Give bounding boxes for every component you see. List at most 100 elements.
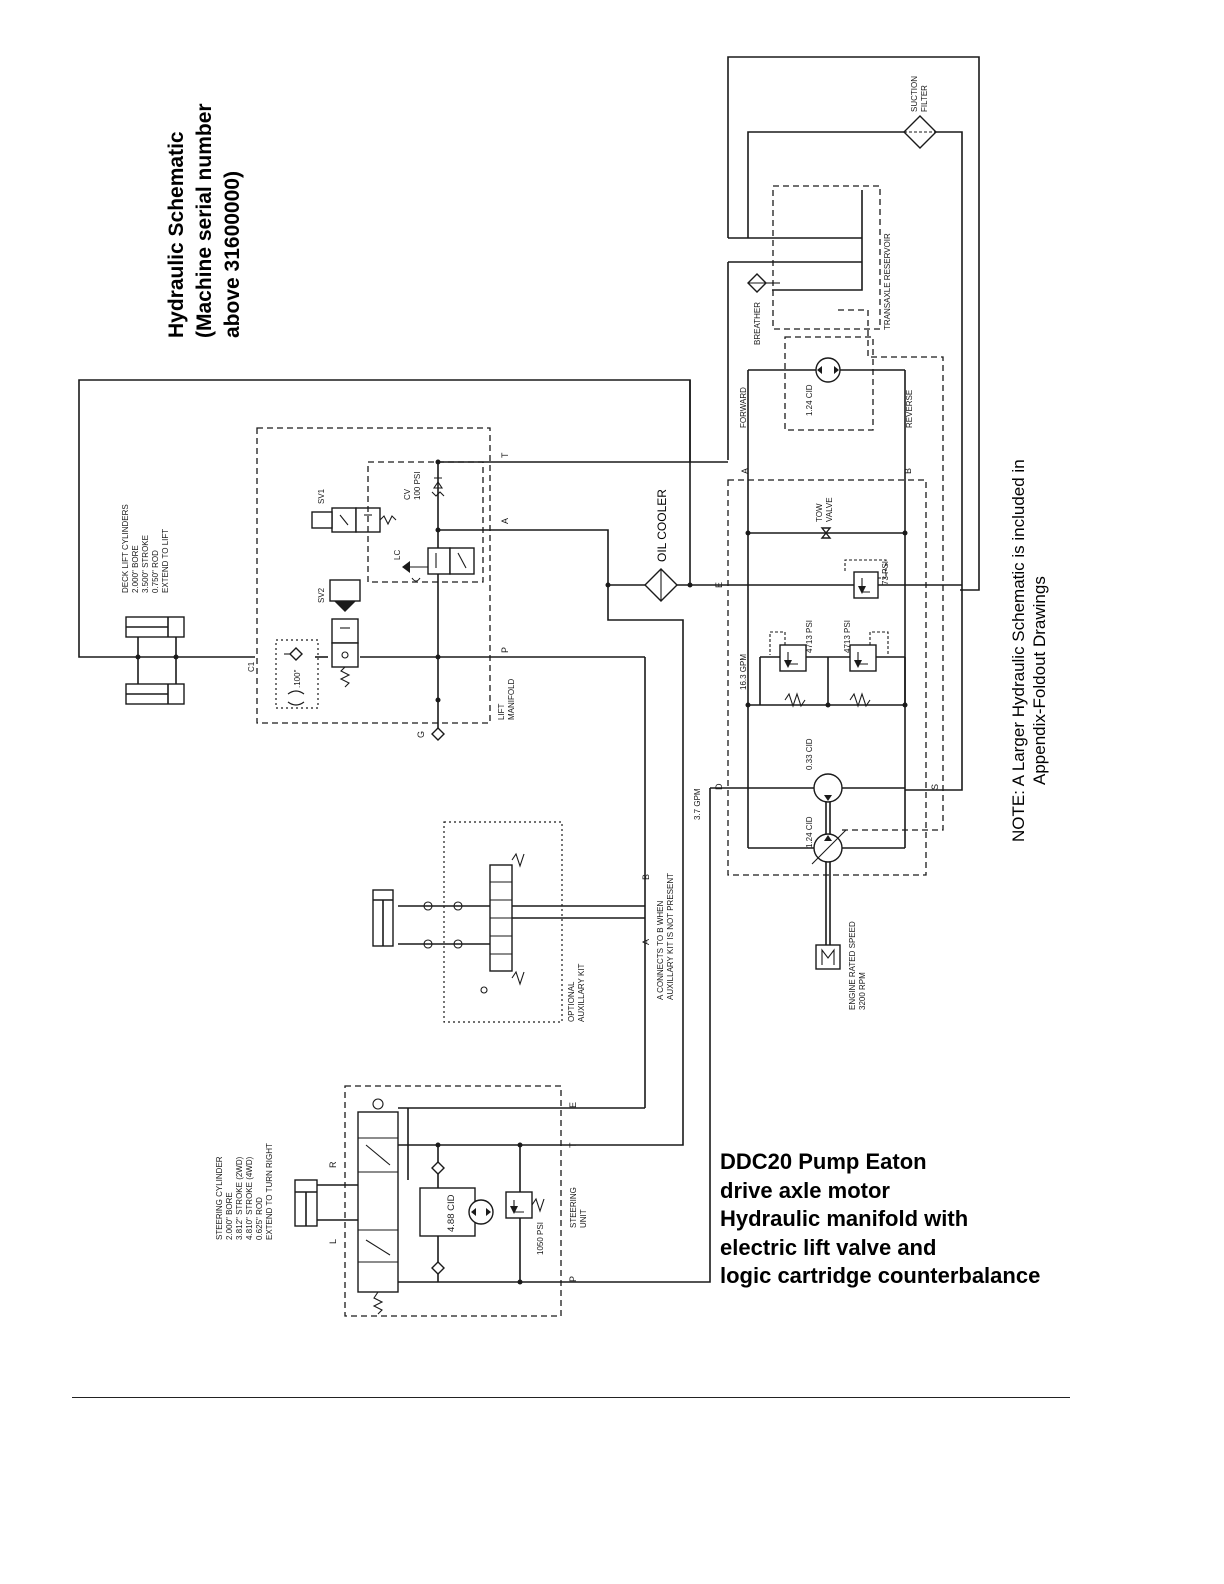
steer-cid-label: 4.88 CID xyxy=(446,1194,457,1232)
note: NOTE: A Larger Hydraulic Schematic is in… xyxy=(1009,459,1049,842)
c1-check-symbol xyxy=(284,647,303,661)
steer-port-t-label: T xyxy=(568,1142,578,1148)
orifice-symbol xyxy=(287,690,305,706)
solenoid-valve-sv1-symbol xyxy=(311,507,397,533)
steer-cyl-label-2: 2.000" BORE xyxy=(225,1192,234,1240)
engine-speed-label-1: ENGINE RATED SPEED xyxy=(848,921,857,1010)
pump-assembly: A B TOW VALVE 73 PSI E xyxy=(710,370,962,1010)
pump-assembly-box xyxy=(727,479,927,876)
relief-4713b-label: 4713 PSI xyxy=(843,620,852,653)
steer-port-l-label: L xyxy=(328,1239,338,1244)
steering-section: STEERING UNIT E T P R L 4.88 CID xyxy=(215,1085,588,1317)
cv-label-2: 100 PSI xyxy=(413,472,422,500)
transaxle-reservoir-label: TRANSAXLE RESERVOIR xyxy=(883,233,892,330)
port-a-label: A xyxy=(740,468,750,474)
cv-label-1: CV xyxy=(403,488,412,500)
breather-symbol xyxy=(747,273,780,293)
engine-symbol xyxy=(815,944,841,970)
steering-metering-box xyxy=(419,1187,476,1237)
gauge-port-symbol xyxy=(431,727,445,741)
aux-check-2 xyxy=(423,939,463,949)
title-line-3: above 31600000) xyxy=(221,171,244,338)
tow-valve-label-1: TOW xyxy=(815,503,824,522)
lift-manifold-label-1: LIFT xyxy=(497,703,506,720)
steering-cylinder-symbol xyxy=(294,1179,358,1227)
suction-filter-symbol xyxy=(903,115,937,149)
steer-cyl-label-1: STEERING CYLINDER xyxy=(215,1156,224,1240)
caption-line-2: drive axle motor xyxy=(720,1177,890,1203)
relief-valve-73-symbol xyxy=(844,559,887,599)
aux-port-b-label: B xyxy=(641,874,651,880)
lift-port-a-label: A xyxy=(500,518,510,524)
deck-cyl-label-2: 2.000" BORE xyxy=(131,545,140,593)
oil-cooler-symbol xyxy=(644,568,678,602)
sv2-label: SV2 xyxy=(317,587,326,603)
lift-port-t-label: T xyxy=(500,452,510,458)
suction-filter-label-1: SUCTION xyxy=(910,76,919,112)
lift-section: DECK LIFT CYLINDERS 2.000" BORE 3.500" S… xyxy=(78,379,728,741)
relief-73-label: 73 PSI xyxy=(881,561,890,585)
port-d-label: D xyxy=(714,783,724,790)
aux-kit-label-2: AUXILLARY KIT xyxy=(577,963,586,1022)
logic-cartridge-lc-symbol xyxy=(402,547,475,582)
orifice-label: .100" xyxy=(293,669,302,688)
pilot-dashed-area xyxy=(367,461,484,583)
relief-valve-4713a-symbol xyxy=(769,631,807,708)
steer-cyl-label-5: 0.625" ROD xyxy=(255,1197,264,1240)
steer-cyl-label-4: 4.810" STROKE (4WD) xyxy=(245,1156,254,1240)
oil-cooler-section: OIL COOLER 3.7 GPM xyxy=(490,380,748,1283)
steer-relief-label: 1050 PSI xyxy=(536,1222,545,1255)
engine-speed-label-2: 3200 RPM xyxy=(858,972,867,1010)
aux-kit-section: OPTIONAL AUXILLARY KIT xyxy=(372,657,675,1109)
deck-cyl-label-4: 0.750" ROD xyxy=(151,550,160,593)
steering-relief-symbol xyxy=(505,1191,545,1219)
schematic-caption: DDC20 Pump Eaton drive axle motor Hydrau… xyxy=(720,1148,1120,1291)
note-line-2: Appendix-Foldout Drawings xyxy=(1030,576,1049,785)
aux-cylinder-symbol xyxy=(372,889,394,947)
caption-line-3: Hydraulic manifold with xyxy=(720,1206,969,1231)
steer-cyl-label-3: 3.812" STROKE (2WD) xyxy=(235,1156,244,1240)
port-b-label: B xyxy=(903,468,913,474)
lc-label: LC xyxy=(393,550,402,560)
reverse-label: REVERSE xyxy=(905,390,914,428)
caption-line-4: electric lift valve and xyxy=(720,1234,937,1260)
aux-kit-label-1: OPTIONAL xyxy=(567,981,576,1022)
caption-line-5: logic cartridge counterbalance xyxy=(720,1263,1041,1288)
lift-manifold-label-2: MANIFOLD xyxy=(507,678,516,720)
tow-valve-symbol xyxy=(820,527,832,539)
steering-spool xyxy=(357,1111,399,1293)
steer-check-top xyxy=(431,1161,445,1175)
steer-port-r-label: R xyxy=(328,1161,338,1168)
motor-cid-label: 1.24 CID xyxy=(805,384,814,416)
lift-port-p-label: P xyxy=(500,647,510,653)
c1-label: C1 xyxy=(247,661,256,672)
pump-cid-label: 1.24 CID xyxy=(805,816,814,848)
aux-kit-box xyxy=(443,821,563,1023)
port-s-label: S xyxy=(930,784,940,790)
forward-label: FORWARD xyxy=(739,387,748,428)
check-valve-cv-symbol xyxy=(431,477,445,497)
oil-cooler-label: OIL COOLER xyxy=(655,489,669,562)
sv1-label: SV1 xyxy=(317,488,326,504)
steer-check-bottom xyxy=(431,1261,445,1275)
caption-line-1: DDC20 Pump Eaton xyxy=(720,1149,927,1174)
title-line-2: (Machine serial number xyxy=(193,103,216,338)
c1-orifice-box xyxy=(275,639,319,709)
reservoir-section: SUCTION FILTER TRANSAXLE RESERVOIR BREAT… xyxy=(727,56,980,831)
aux-port-a-label: A xyxy=(641,939,651,945)
title-line-1: Hydraulic Schematic xyxy=(165,131,188,338)
deck-cyl-label-3: 3.500" STROKE xyxy=(141,535,150,593)
aux-check-1 xyxy=(423,901,463,911)
flow-3-7-label: 3.7 GPM xyxy=(693,788,702,820)
flow-16-3-label: 16.3 GPM xyxy=(739,654,748,690)
relief-valve-4713b-symbol xyxy=(849,631,889,708)
tow-valve-label-2: VALVE xyxy=(825,497,834,522)
deck-lift-cylinder-1 xyxy=(125,616,185,638)
connects-label-2: AUXILLARY KIT IS NOT PRESENT xyxy=(666,873,675,1000)
steer-port-e-label: E xyxy=(568,1102,578,1108)
drive-motor-box xyxy=(784,336,874,431)
charge-cid-label: 0.33 CID xyxy=(805,738,814,770)
deck-cyl-label-1: DECK LIFT CYLINDERS xyxy=(121,504,130,593)
